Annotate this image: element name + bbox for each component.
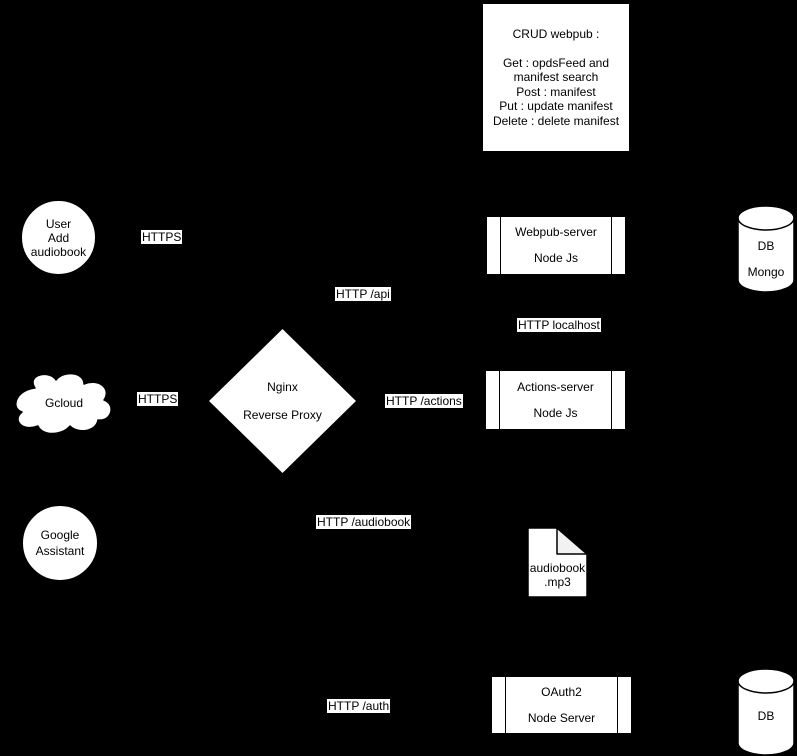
- nginx-diamond-text: Nginx Reverse Proxy: [243, 380, 322, 422]
- edge-label-http-api: HTTP /api: [335, 287, 391, 301]
- diamond-shape: [207, 327, 358, 475]
- audiobook-file: audiobook .mp3: [527, 527, 588, 598]
- edge-label-https-user: HTTPS: [141, 230, 183, 244]
- cloud-shape: [15, 372, 112, 435]
- gcloud-text: Gcloud: [44, 396, 84, 410]
- edge-label-http-localhost: HTTP localhost: [517, 318, 601, 332]
- edge-label-https-gcloud: HTTPS: [137, 392, 179, 406]
- cylinder-shape: [737, 205, 795, 293]
- db-mongo-text: DB Mongo: [747, 238, 785, 279]
- google-assistant-circle: Google Assistant: [22, 505, 98, 581]
- process-inner-line: [611, 371, 612, 429]
- actions-server-box: Actions-server Node Js: [485, 370, 626, 430]
- user-circle: User Add audiobook: [21, 200, 96, 275]
- process-inner-line: [617, 677, 618, 733]
- oauth-server-text: OAuth2 Node Server: [527, 684, 596, 725]
- process-inner-line: [500, 217, 501, 274]
- db-bottom-cylinder: DB: [737, 668, 795, 756]
- audiobook-file-text: audiobook .mp3: [529, 561, 586, 589]
- edge-label-http-actions: HTTP /actions: [385, 394, 463, 408]
- actions-server-text: Actions-server Node Js: [517, 379, 594, 420]
- crud-webpub-text: CRUD webpub : Get : opdsFeed and manifes…: [492, 26, 620, 128]
- db-bottom-text: DB: [757, 708, 775, 723]
- db-mongo-cylinder: DB Mongo: [737, 205, 795, 293]
- note-shape: [527, 527, 588, 598]
- edge-label-http-auth: HTTP /auth: [327, 699, 391, 713]
- webpub-server-box: Webpub-server Node Js: [486, 216, 626, 275]
- google-assistant-text: Google Assistant: [35, 528, 85, 558]
- process-inner-line: [611, 217, 612, 274]
- edge-label-http-audiobook: HTTP /audiobook: [316, 515, 412, 529]
- process-inner-line: [505, 677, 506, 733]
- crud-webpub-box: CRUD webpub : Get : opdsFeed and manifes…: [482, 3, 630, 152]
- gcloud-cloud: Gcloud: [8, 368, 120, 438]
- webpub-server-text: Webpub-server Node Js: [515, 225, 597, 265]
- process-inner-line: [499, 371, 500, 429]
- oauth-server-box: OAuth2 Node Server: [491, 676, 632, 734]
- user-circle-text: User Add audiobook: [30, 216, 87, 259]
- nginx-diamond: Nginx Reverse Proxy: [207, 327, 358, 475]
